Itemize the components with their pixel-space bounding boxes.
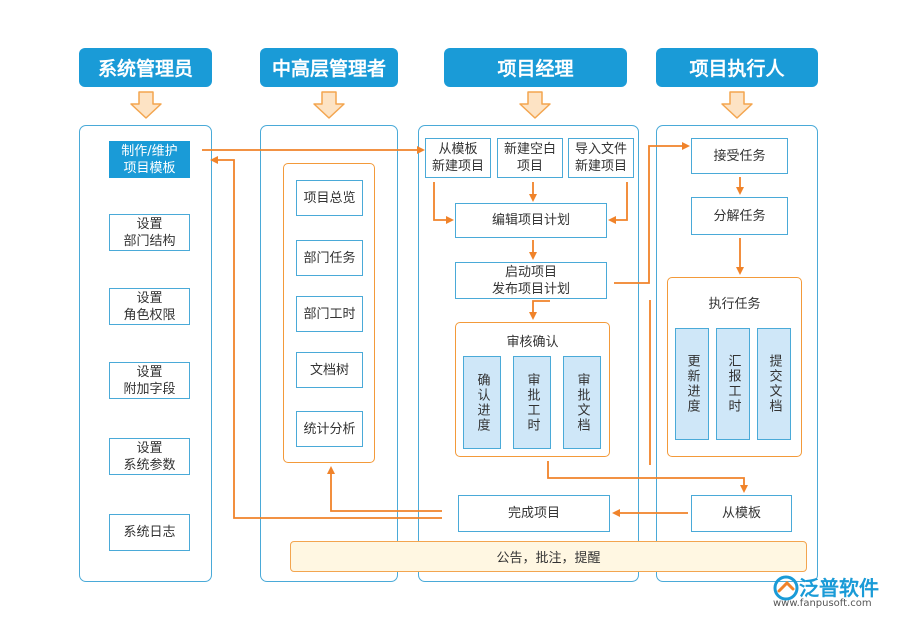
role-header-pm: 项目经理 xyxy=(444,48,627,87)
logo: 泛普软件 www.fanpusoft.com xyxy=(773,572,897,612)
execute-task-title: 执行任务 xyxy=(708,297,761,312)
decompose-task-box[interactable]: 分解任务 xyxy=(691,197,788,235)
submit-docs-box[interactable]: 提交文档 xyxy=(757,328,791,440)
arrow-template-to-edit xyxy=(433,182,454,224)
launch-project-box[interactable]: 启动项目 发布项目计划 xyxy=(455,262,607,299)
fanpu-logo-icon xyxy=(773,575,799,601)
dept-task-box[interactable]: 部门任务 xyxy=(296,240,363,276)
system-log-box[interactable]: 系统日志 xyxy=(109,514,190,551)
edit-project-plan-box[interactable]: 编辑项目计划 xyxy=(455,203,607,238)
new-blank-project-box[interactable]: 新建空白 项目 xyxy=(497,138,563,178)
new-from-template-box[interactable]: 从模板 新建项目 xyxy=(425,138,491,178)
arrow-complete-to-template xyxy=(210,156,442,519)
logo-url: www.fanpusoft.com xyxy=(773,598,872,609)
arrow-launch-to-review xyxy=(529,300,550,320)
template-maintain-box[interactable]: 制作/维护 项目模板 xyxy=(109,141,190,178)
set-extra-field-box[interactable]: 设置 附加字段 xyxy=(109,362,190,399)
accept-task-box[interactable]: 接受任务 xyxy=(691,138,788,174)
set-system-params-box[interactable]: 设置 系统参数 xyxy=(109,438,190,475)
review-title: 审核确认 xyxy=(506,335,559,350)
project-overview-box[interactable]: 项目总览 xyxy=(296,180,363,216)
complete-project-box[interactable]: 完成项目 xyxy=(458,495,610,532)
set-role-permission-box[interactable]: 设置 角色权限 xyxy=(109,288,190,325)
admin-column xyxy=(79,125,212,582)
arrow-review-to-executor-template xyxy=(547,461,748,493)
dept-hours-box[interactable]: 部门工时 xyxy=(296,296,363,332)
arrow-launch-to-accept xyxy=(614,142,690,284)
from-template-box[interactable]: 从模板 xyxy=(691,495,792,532)
logo-name: 泛普软件 xyxy=(799,576,879,600)
down-arrow-icon xyxy=(130,91,162,119)
role-header-executor: 项目执行人 xyxy=(656,48,818,87)
notice-bar: 公告，批注，提醒 xyxy=(290,541,807,572)
confirm-progress-box[interactable]: 确认进度 xyxy=(463,356,501,449)
stats-analysis-box[interactable]: 统计分析 xyxy=(296,411,363,447)
update-progress-box[interactable]: 更新进度 xyxy=(675,328,709,440)
doc-tree-box[interactable]: 文档树 xyxy=(296,352,363,388)
role-header-admin: 系统管理员 xyxy=(79,48,212,87)
down-arrow-icon xyxy=(519,91,551,119)
approve-hours-box[interactable]: 审批工时 xyxy=(513,356,551,449)
set-dept-structure-box[interactable]: 设置 部门结构 xyxy=(109,214,190,251)
down-arrow-icon xyxy=(313,91,345,119)
role-header-senior: 中高层管理者 xyxy=(260,48,398,87)
down-arrow-icon xyxy=(721,91,753,119)
import-file-project-box[interactable]: 导入文件 新建项目 xyxy=(568,138,634,178)
arrow-import-to-edit xyxy=(608,182,628,224)
approve-docs-box[interactable]: 审批文档 xyxy=(563,356,601,449)
arrow-complete-to-senior xyxy=(327,466,442,512)
report-hours-box[interactable]: 汇报工时 xyxy=(716,328,750,440)
